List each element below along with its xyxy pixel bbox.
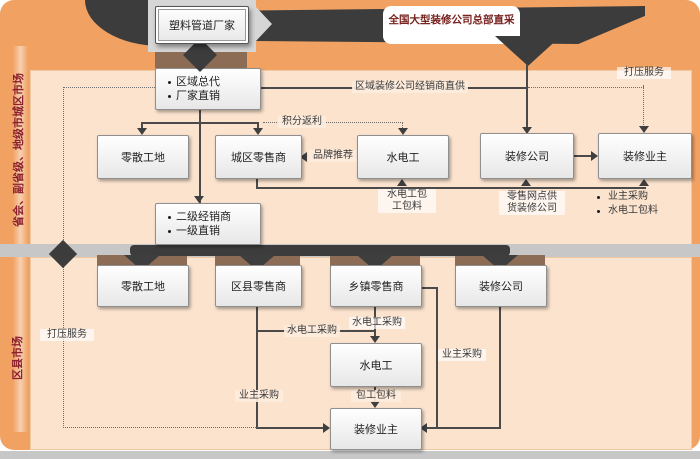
flow-county-down [256,305,258,429]
flow-township-owner-v [436,287,438,429]
arrow-brand-into-urban [300,152,307,162]
label-owner-purchase-left: 业主采购 [235,390,283,402]
bullet-icon [168,229,171,233]
divider-arrow-county [239,255,275,265]
bullet-icon [168,94,171,98]
node-scattered-sites-upper: 零散工地 [97,135,189,179]
frame-highlight [13,46,28,432]
arrow-into-secondtier [194,196,204,203]
bullet-plumber-material: 水电工包料 [608,205,658,216]
regional-line1: 区域总代 [176,75,220,88]
arrow-into-urban-retailer [253,128,263,135]
big-down-arrow-shape [495,36,561,66]
bullet-icon [597,195,600,199]
arrow-rebate-into-plumber [398,128,408,135]
divider-arrow-deco [482,255,518,265]
label-labor-and-material: 包工包料 [351,390,401,402]
retail-feed-line [256,187,646,189]
arrow-deco-to-owner-upper [591,151,598,161]
flow-regional-to-secondtier [199,108,201,203]
arrow-into-deco-company-upper [522,127,532,134]
dotted-rebate-line [263,122,403,123]
second-tier-line1: 二级经销商 [176,210,231,223]
label-pressure-service-upper: 打压服务 [617,67,671,79]
label-points-rebate: 积分返利 [278,116,326,128]
node-urban-retailer: 城区零售商 [215,135,302,179]
node-second-tier: 二级经销商 一级直销 [155,203,261,245]
lower-market-side-label: 区县市场 [11,336,24,380]
flow-deco-owner-v-lower [499,305,501,429]
dotted-rebate-drop [402,122,403,128]
node-township-retailer: 乡镇零售商 [330,265,422,307]
second-tier-line2: 一级直销 [176,224,220,237]
retail-feed-drop [256,177,258,188]
label-owner-purchase-right: 业主采购 [438,349,486,361]
arrow-into-owner-top [370,401,380,408]
dotted-pressure-right-v [643,85,644,127]
upper-market-side-label: 省会、副省级、地级市城区市场 [12,73,25,227]
gray-chevron [256,7,272,41]
label-plumber-contract: 水电工包 工包料 [378,189,436,213]
node-scattered-sites-lower: 零散工地 [97,265,189,307]
arrow-into-sites-upper [137,128,147,135]
flow-county-to-owner [256,427,324,429]
branch-line-upper [141,122,259,124]
node-plumber-upper: 水电工 [357,135,449,179]
divider-arrow-sites [124,255,160,265]
label-brand-recommendation: 品牌推荐 [309,150,357,162]
arrow-into-owner-bottom-upper [639,179,649,186]
label-pressure-service-lower: 打压服务 [40,329,94,341]
node-factory: 塑料管道厂家 [155,6,249,44]
label-plumber-purchase-township: 水电工采购 [349,317,405,329]
branch-drop-sites [141,122,143,130]
arrow-into-deco-bottom-upper [521,179,531,186]
node-county-retailer: 区县零售商 [215,265,302,307]
bullet-owner-purchase: 业主采购 [608,191,648,202]
flow-into-owner-right [427,427,501,429]
node-deco-company-lower: 装修公司 [455,265,547,307]
branch-drop-urban [257,122,259,130]
bullet-icon [597,209,600,213]
regional-line2: 厂家直销 [176,89,220,102]
arrow-into-owner-left [323,423,330,433]
flow-deco-to-owner-upper [572,155,593,157]
node-regional-agent: 区域总代 厂家直销 [155,68,261,110]
bullet-icon [168,80,171,84]
bullet-icon [168,215,171,219]
owner-bullet-list: 业主采购 水电工包料 [597,190,658,218]
node-deco-company-upper: 装修公司 [480,133,574,179]
node-deco-owner-upper: 装修业主 [598,133,692,179]
flow-headline-to-deco [526,64,528,128]
arrow-pressure-into-owner-upper [639,126,649,133]
headline-text: 全国大型装修公司总部直采 [388,14,515,26]
label-regional-direct-supply: 区域装修公司经销商直供 [352,81,468,93]
arrow-into-plumber-lower [370,336,380,343]
arrow-into-owner-right [420,423,427,433]
node-deco-owner-lower: 装修业主 [330,408,422,450]
label-plumber-purchase-county: 水电工采购 [284,325,340,337]
bottom-band [0,451,700,459]
label-retail-supply: 零售网点供 货装修公司 [499,191,565,215]
arrow-into-plumber-upper [397,179,407,186]
flow-township-exit [420,287,437,289]
divider-connector-bar [130,245,510,256]
dotted-pressure-left-h [63,87,155,88]
dotted-pressure-right-h [528,87,644,88]
node-plumber-lower: 水电工 [330,343,422,387]
divider-arrow-township [357,255,393,265]
dotted-pressure-bottom-h [63,427,258,428]
